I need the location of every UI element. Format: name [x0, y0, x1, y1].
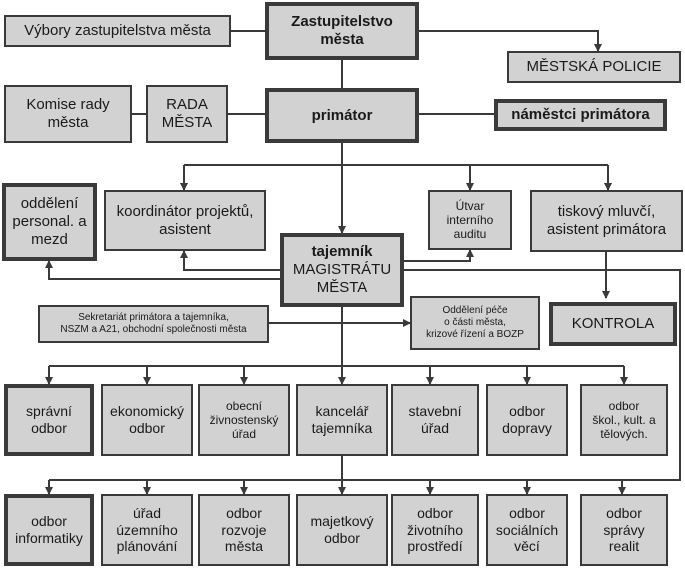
node-row2-3: majetkový odbor [296, 494, 388, 566]
node-row2-4: odbor životního prostředí [391, 494, 479, 566]
node-row2-0: odbor informatiky [4, 494, 94, 566]
node-kontrola: KONTROLA [549, 302, 677, 346]
node-oddeleni-pece: Oddělení péče o části města, krizové říz… [410, 296, 540, 350]
node-row2-2: odbor rozvoje města [198, 494, 290, 566]
node-row2-1: úřad územního plánování [101, 494, 193, 566]
node-namestci: náměstci primátora [494, 99, 667, 131]
node-audit: Útvar interního auditu [428, 190, 512, 250]
node-row2-6: odbor správy realit [580, 494, 668, 566]
arrow-tajemnik-koordinator [180, 250, 280, 271]
node-rada: RADA MĚSTA [146, 85, 228, 143]
node-tiskovy: tiskový mluvčí, asistent primátora [530, 190, 683, 252]
arrow-tajemnik-personal [45, 260, 280, 280]
node-row1-5: odbor dopravy [486, 384, 568, 456]
node-tajemnik: tajemník MAGISTRÁTU MĚSTA [280, 233, 404, 307]
node-row1-0: správní odbor [4, 384, 94, 456]
node-row2-5: odbor sociálních věcí [486, 494, 568, 566]
node-vybory: Výbory zastupitelstva města [4, 15, 231, 47]
tajemnik-subtitle: MAGISTRÁTU MĚSTA [292, 261, 392, 296]
arrow-zastupitelstvo-policie [419, 30, 602, 52]
node-komise: Komise rady města [4, 85, 132, 143]
node-row1-3: kancelář tajemníka [296, 384, 388, 456]
tajemnik-title: tajemník [311, 243, 373, 261]
node-row1-1: ekonomický odbor [101, 384, 193, 456]
node-personal: oddělení personal. a mezd [2, 183, 97, 261]
node-row1-4: stavební úřad [391, 384, 479, 456]
arrow-tajemnik-audit [404, 249, 474, 262]
node-koordinator: koordinátor projektů, asistent [104, 190, 266, 251]
line-tajemnik-right [404, 269, 681, 481]
node-row1-6: odbor škol., kult. a tělových. [580, 384, 668, 456]
node-primator: primátor [265, 88, 419, 143]
node-sekretariat: Sekretariát primátora a tajemníka, NSZM … [38, 305, 269, 343]
node-row1-2: obecní živnostenský úřad [198, 384, 290, 456]
node-zastupitelstvo: Zastupitelstvo města [265, 2, 419, 60]
node-policie: MĚSTSKÁ POLICIE [507, 51, 681, 83]
